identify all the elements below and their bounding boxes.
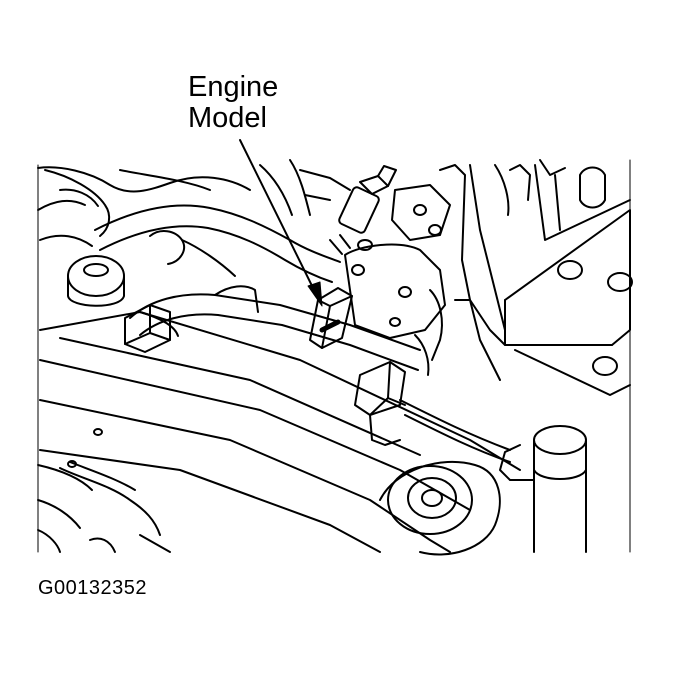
left-connector <box>124 304 171 353</box>
figure-id: G00132352 <box>38 577 148 599</box>
callout-line-1: Engine <box>188 71 279 103</box>
battery-box <box>504 159 633 396</box>
right-cylinder-sensor <box>499 425 587 553</box>
bottom-left-detail <box>37 529 171 553</box>
engine-model-callout: Engine Model <box>188 72 278 134</box>
valve-cover <box>37 311 521 553</box>
right-bracket <box>414 164 531 381</box>
round-mount <box>379 460 501 556</box>
plug-wire-rail <box>129 230 421 371</box>
engine-model-plate <box>309 287 353 349</box>
figure-frame <box>37 159 631 553</box>
upper-sensor-connector <box>329 165 397 255</box>
oil-filler-cap <box>67 255 125 307</box>
callout-line-2: Model <box>188 102 267 134</box>
intake-housing <box>299 169 451 339</box>
callout-leader-arrow <box>239 139 323 307</box>
upper-hose <box>94 159 341 283</box>
lower-wire-harness <box>59 399 511 536</box>
lower-connector <box>354 361 406 446</box>
upper-left-engine-parts <box>37 166 251 247</box>
